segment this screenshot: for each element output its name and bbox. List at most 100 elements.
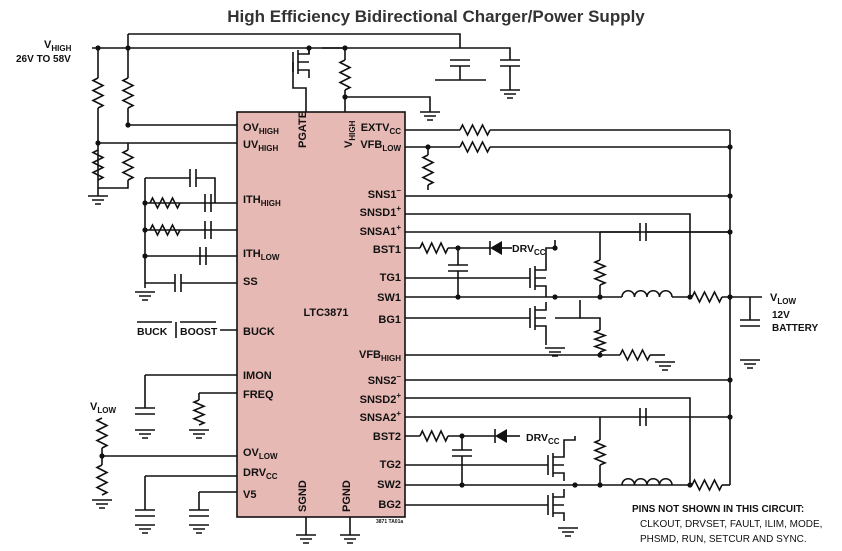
mosfet bbox=[553, 449, 565, 481]
notes-line2: PHSMD, RUN, SETCUR AND SYNC. bbox=[640, 534, 807, 545]
wire bbox=[345, 96, 431, 112]
vlow-battery: BATTERY bbox=[772, 323, 818, 334]
wire bbox=[144, 374, 237, 408]
resistor bbox=[619, 348, 651, 362]
ground-symbol bbox=[558, 527, 578, 537]
figure-title: High Efficiency Bidirectional Charger/Po… bbox=[227, 7, 645, 26]
ground-symbol bbox=[135, 291, 155, 301]
pin-sw1: SW1 bbox=[377, 292, 401, 304]
junction-dot bbox=[572, 482, 578, 488]
junction-dot bbox=[125, 122, 131, 128]
inductor bbox=[621, 477, 673, 486]
wiring bbox=[88, 33, 762, 544]
pin-uvhigh: UVHIGH bbox=[243, 139, 279, 153]
left-pin-labels: OVHIGH UVHIGH ITHHIGH ITHLOW SS BUCK IMO… bbox=[243, 122, 281, 501]
resistor bbox=[691, 478, 723, 492]
ground-symbol bbox=[135, 524, 155, 534]
wire bbox=[144, 177, 237, 288]
resistor bbox=[91, 149, 105, 181]
wire bbox=[555, 300, 581, 319]
resistor bbox=[459, 140, 491, 154]
resistor bbox=[421, 154, 435, 186]
pin-pgate: PGATE bbox=[297, 111, 309, 148]
pin-snsd1-plus: SNSD1+ bbox=[360, 204, 402, 219]
vlow-output-label: VLOW bbox=[770, 292, 796, 306]
wire bbox=[405, 397, 691, 485]
vhigh-label: VHIGH bbox=[44, 39, 72, 53]
wire bbox=[144, 475, 237, 510]
wire bbox=[545, 240, 556, 262]
pin-bg1: BG1 bbox=[378, 314, 401, 326]
mosfet bbox=[535, 302, 547, 334]
pin-ss: SS bbox=[243, 276, 258, 288]
wire bbox=[305, 517, 351, 535]
resistor bbox=[691, 290, 723, 304]
resistor bbox=[149, 223, 181, 237]
buck-boost-overbar bbox=[137, 321, 216, 338]
pin-bst1: BST1 bbox=[373, 244, 401, 256]
pin-vfblow: VFBLOW bbox=[360, 139, 401, 153]
pin-sns1-minus: SNS1– bbox=[368, 186, 402, 201]
pin-freq: FREQ bbox=[243, 389, 274, 401]
pin-snsa2-plus: SNSA2+ bbox=[360, 409, 402, 424]
pin-ovlow: OVLOW bbox=[243, 447, 278, 461]
wire bbox=[292, 62, 307, 112]
junction-dot bbox=[727, 377, 733, 383]
pin-sns2-minus: SNS2– bbox=[368, 372, 402, 387]
resistor bbox=[592, 329, 608, 353]
notes-heading: PINS NOT SHOWN IN THIS CIRCUIT: bbox=[632, 504, 804, 515]
junction-dot bbox=[459, 482, 465, 488]
vlow-input-label: VLOW bbox=[90, 401, 116, 415]
ground-symbol bbox=[420, 111, 440, 121]
ground-symbol bbox=[135, 429, 155, 439]
junction-dot bbox=[597, 352, 603, 358]
drvcc2-label: DRVCC bbox=[526, 432, 560, 446]
drvcc1-label: DRVCC bbox=[512, 243, 546, 257]
junction-dot bbox=[142, 253, 148, 259]
junction-dot bbox=[455, 294, 461, 300]
resistor bbox=[121, 77, 135, 109]
ground-symbol bbox=[296, 534, 316, 544]
ltc3871-chip bbox=[236, 111, 406, 518]
pin-bst2: BST2 bbox=[373, 431, 401, 443]
junction-dot bbox=[552, 294, 558, 300]
ground-symbol bbox=[740, 359, 760, 369]
pin-v5: V5 bbox=[243, 489, 256, 501]
boost-label: BOOST bbox=[180, 326, 218, 338]
junction-dot bbox=[552, 245, 558, 251]
resistor bbox=[95, 464, 109, 496]
ground-symbol bbox=[189, 524, 209, 534]
pin-tg1: TG1 bbox=[380, 272, 401, 284]
pin-sgnd: SGND bbox=[297, 480, 309, 512]
ground-symbol bbox=[500, 89, 520, 99]
pin-bg2: BG2 bbox=[378, 499, 401, 511]
pin-extvcc: EXTVCC bbox=[361, 122, 402, 136]
pin-snsd2-plus: SNSD2+ bbox=[360, 391, 402, 406]
pin-ovhigh: OVHIGH bbox=[243, 122, 279, 136]
resistor bbox=[149, 196, 181, 210]
resistor bbox=[191, 399, 207, 426]
resistor bbox=[338, 59, 352, 91]
wire bbox=[128, 33, 461, 48]
pin-ithlow: ITHLOW bbox=[243, 248, 280, 262]
figure-id: 3871 TA01a bbox=[376, 519, 403, 525]
resistor bbox=[121, 149, 135, 181]
resistor bbox=[592, 259, 608, 286]
pin-ithhigh: ITHHIGH bbox=[243, 194, 281, 208]
wire bbox=[345, 47, 511, 60]
ground-symbol bbox=[88, 195, 108, 205]
junction-dot bbox=[142, 227, 148, 233]
mosfet bbox=[553, 489, 565, 521]
resistor bbox=[95, 417, 109, 449]
ground-symbol bbox=[545, 347, 565, 357]
wire bbox=[580, 317, 601, 330]
resistor bbox=[91, 77, 105, 109]
diode bbox=[495, 429, 507, 443]
junction-dot bbox=[687, 482, 693, 488]
junction-dot bbox=[95, 140, 101, 146]
wire bbox=[459, 66, 511, 90]
junction-dot bbox=[727, 144, 733, 150]
junction-dot bbox=[727, 414, 733, 420]
